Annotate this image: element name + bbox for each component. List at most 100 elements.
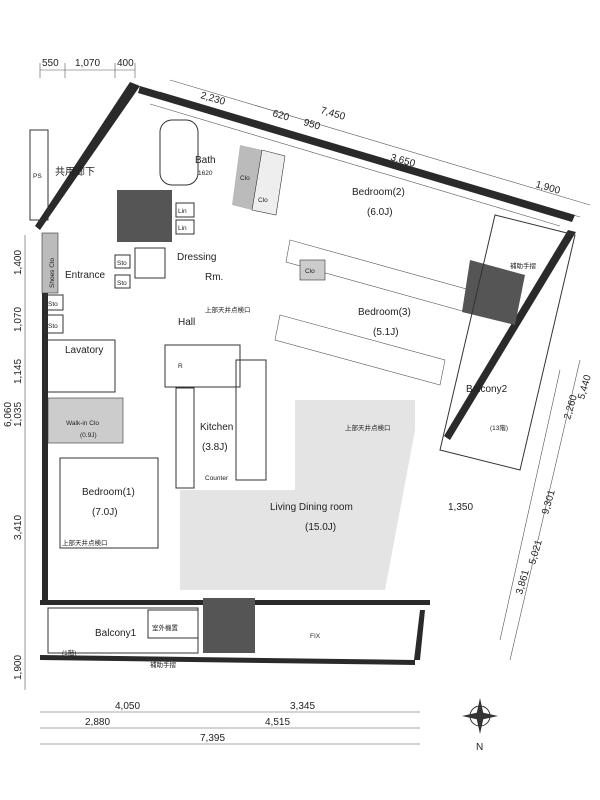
dim-left-2: 1,070: [13, 307, 24, 332]
sto-label-c: Sto: [48, 301, 58, 308]
lin-label-b: Lin: [178, 225, 187, 232]
dim-top-left-2: 1,070: [75, 58, 100, 69]
balcony2-outline: [439, 214, 576, 471]
clo-label-b: Clo: [258, 197, 268, 204]
kitchen-area: R Kitchen (3.8J) Counter: [164, 344, 267, 489]
bedroom3-wall: [274, 314, 446, 386]
bedroom1-size: (7.0J): [92, 507, 118, 518]
dim-bottom-4: 4,515: [265, 717, 290, 728]
dim-right-2: 2,260: [562, 393, 580, 421]
aux-rail-label: 補助手摺: [150, 660, 177, 669]
kitchen-size: (3.8J): [202, 442, 228, 453]
shaft-1: [117, 190, 172, 242]
floor-note: (13階): [490, 423, 508, 432]
ps-label: PS: [33, 173, 42, 180]
lin-box-b: [175, 219, 195, 235]
dim-left-7: 1,900: [13, 655, 24, 680]
dressing-label: Dressing: [177, 252, 216, 263]
sto-label-d: Sto: [48, 323, 58, 330]
kitchen-island: [235, 359, 267, 481]
bedroom1-label: Bedroom(1): [82, 487, 135, 498]
bath-size: 1620: [198, 170, 213, 177]
dim-top-slant-6: 1,900: [534, 179, 562, 197]
clo-label-c: Clo: [305, 268, 315, 275]
shaft-2: [203, 598, 255, 653]
dim-right-4: 5,021: [527, 538, 545, 566]
dressing-rm-label: Rm.: [205, 272, 223, 283]
bedroom2-size: (6.0J): [367, 207, 393, 218]
sto-label-a: Sto: [117, 260, 127, 267]
bedroom2-wall: [285, 239, 471, 313]
entrance-label: Entrance: [65, 270, 105, 281]
dim-top-slant-4: 7,450: [319, 105, 347, 123]
kitchen-label: Kitchen: [200, 422, 233, 433]
clo-box-c: [299, 259, 326, 281]
compass-n: N: [476, 742, 483, 753]
dim-left-1: 1,400: [13, 250, 24, 275]
sto-box-d: [44, 314, 64, 334]
bedroom3-size: (5.1J): [373, 327, 399, 338]
hatch-label-3: 上部天井点検口: [62, 538, 108, 547]
lin-box-a: [175, 202, 195, 218]
dim-bottom-1: 4,050: [115, 701, 140, 712]
clo-label-a: Clo: [240, 175, 250, 182]
compass: N: [462, 698, 498, 753]
bedroom1-bed: [59, 457, 159, 549]
dim-top-left-1: 550: [42, 58, 59, 69]
fix-label: FIX: [310, 633, 321, 640]
lavatory-room: [44, 339, 116, 393]
bathtub: [159, 119, 199, 186]
hall-label: Hall: [178, 317, 195, 328]
shaft-3: [462, 260, 525, 325]
outdoor-unit-box: [147, 609, 199, 639]
sto-box-b: [114, 274, 131, 289]
dim-top-slant-3: 950: [302, 117, 321, 132]
entrance-area: Shoes Clo Entrance Sto Sto Sto Sto: [41, 232, 166, 334]
ps-box: [29, 129, 49, 221]
dim-left-6: 3,410: [13, 515, 24, 540]
dim-left-5: 6,060: [3, 402, 14, 427]
living-label: Living Dining room: [270, 502, 353, 513]
fridge-space: [164, 344, 241, 388]
lin-label-a: Lin: [178, 208, 187, 215]
sto-box-c: [44, 294, 64, 311]
corridor-label: 共用廊下: [55, 165, 95, 178]
dim-top-slant-2: 620: [271, 108, 290, 123]
walkin-label: Walk-in Clo: [66, 420, 99, 427]
lavatory-label: Lavatory: [65, 345, 103, 356]
dim-top-left-3: 400: [117, 58, 134, 69]
bath-area: Bath 1620: [159, 119, 216, 186]
dim-right-3: 9,301: [540, 488, 558, 516]
dim-bottom-2: 3,345: [290, 701, 315, 712]
hatch-label-1: 上部天井点検口: [205, 305, 251, 314]
bedroom3-label: Bedroom(3): [358, 307, 411, 318]
dim-right-small: 1,350: [448, 502, 473, 513]
sto-box-a: [114, 254, 131, 269]
dim-bottom-total: 7,395: [200, 733, 225, 744]
dim-right-5: 3,861: [514, 568, 532, 596]
dimension-lines: 550 1,070 400 2,230 620 950 7,450 3,650 …: [3, 58, 594, 745]
outdoor-unit-label: 室外機置: [152, 623, 179, 632]
counter-label: Counter: [205, 475, 229, 482]
outer-walls: [35, 82, 576, 665]
shoes-clo-box: [41, 232, 59, 294]
balcony2-label: Balcony2: [466, 384, 508, 395]
dim-left-4: 1,035: [13, 402, 24, 427]
bath-label: Bath: [195, 155, 216, 166]
bedroom2-label: Bedroom(2): [352, 187, 405, 198]
shoes-clo-label: Shoes Clo: [49, 258, 56, 288]
living-dining-floor: [180, 400, 415, 590]
kitchen-cabinet: [175, 387, 195, 489]
clo-box-b: [251, 149, 286, 216]
r-mark: R: [178, 363, 183, 370]
washer: [134, 247, 166, 279]
handrail-label: 補助手摺: [510, 261, 537, 270]
balcony1-label: Balcony1: [95, 628, 137, 639]
walkin-size: (0.9J): [80, 432, 97, 439]
balcony-note: (1階): [62, 648, 76, 657]
sto-label-b: Sto: [117, 280, 127, 287]
dim-left-3: 1,145: [13, 359, 24, 384]
living-size: (15.0J): [305, 522, 336, 533]
hatch-label-2: 上部天井点検口: [345, 423, 391, 432]
